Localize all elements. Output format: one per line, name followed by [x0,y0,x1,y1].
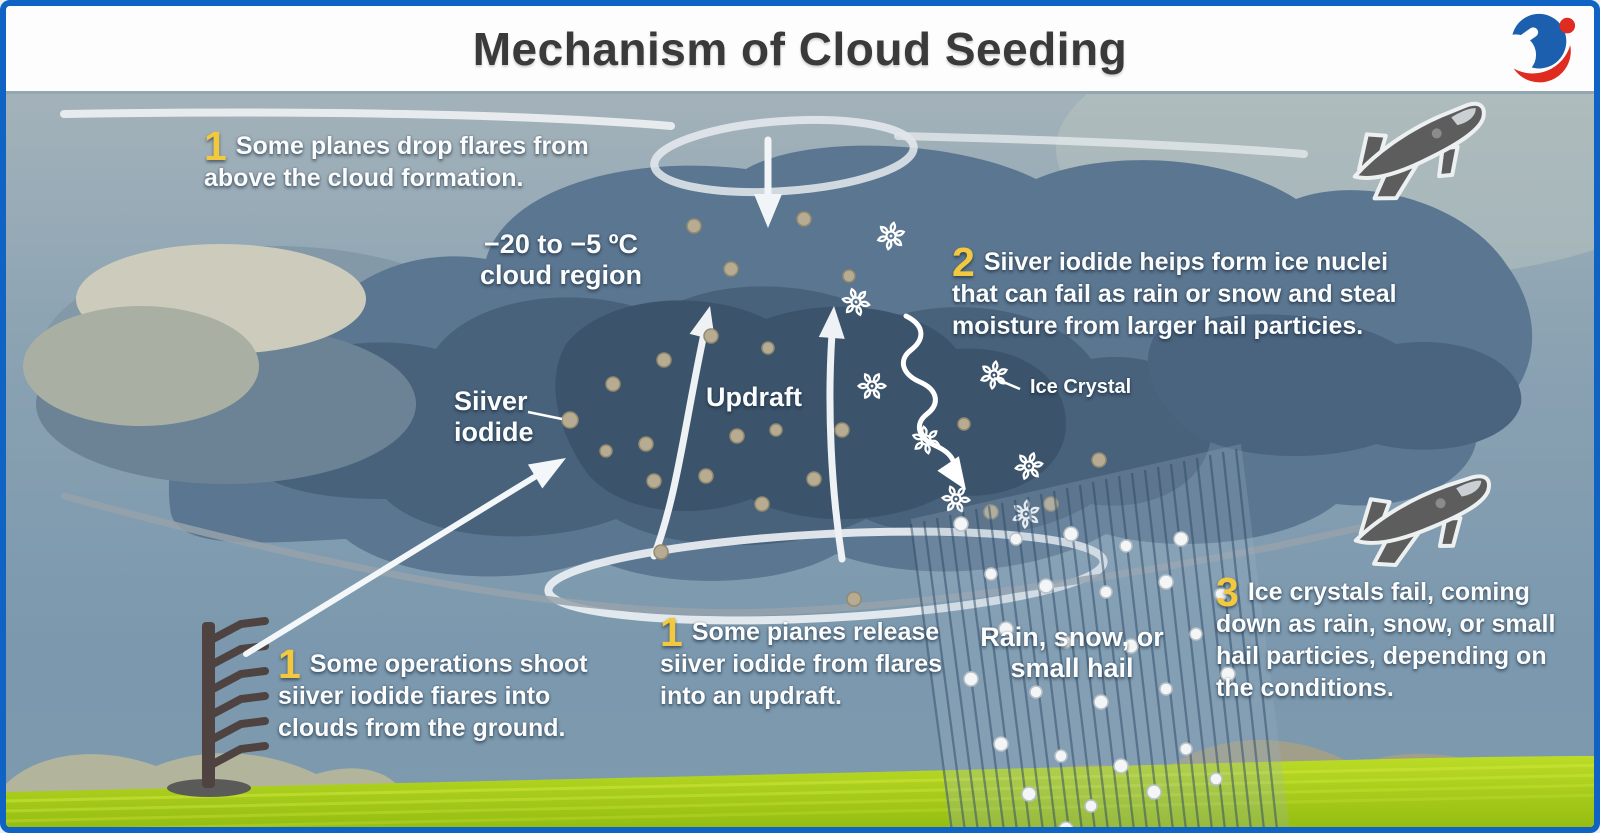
step-text: Some operations shoot siiver iodide fiar… [278,650,588,742]
step-text: Siiver iodide heips form ice nuclei that… [952,248,1397,340]
flare-tower-icon [167,617,269,797]
hail-dots [953,516,1236,827]
top-contrail-line [60,108,675,130]
step-text: Some planes drop flares from above the c… [204,132,589,192]
step-number: 1 [660,609,683,655]
step-text: Some pianes release siiver iodide from f… [660,618,943,710]
brand-logo-icon [1500,13,1576,83]
updraft-arrows-icon [650,306,846,563]
contrail-paths [60,108,1362,625]
scene-graphic [6,94,1594,827]
step-number: 1 [204,123,227,169]
step-number: 1 [278,641,301,687]
top-contrail-to-plane [894,132,1308,158]
lower-contrail-to-plane [60,492,1362,617]
squiggle-fall-arrow-icon [900,313,966,490]
ground-flare-arrow-icon [243,458,566,657]
cloud-region-label: −20 to −5 ºC cloud region [480,229,642,290]
ice-crystal-label: Ice Crystal [1030,376,1132,398]
updraft-label: Updraft [706,382,802,412]
lower-contrail-loop [544,527,1108,625]
step-number: 2 [952,239,975,285]
cloud-formation [23,145,1533,581]
step-text: Ice crystals fail, coming down as rain, … [1216,578,1556,702]
header-banner: Mechanism of Cloud Seeding [6,6,1594,94]
silver-iodide-label: Siiver iodide [454,386,534,447]
page-title: Mechanism of Cloud Seeding [472,22,1128,75]
rain-snow-hail-label: Rain, snow, or small hail [980,622,1164,683]
step-number: 3 [1216,569,1239,615]
top-contrail-loop [650,115,918,197]
rain-shaft [909,444,1290,827]
silver-iodide-pointer-line [527,410,563,421]
ground [6,739,1594,827]
seeding-down-arrow-icon [754,136,782,228]
silver-iodide-particles [561,211,1107,607]
grass-stripes [6,763,1594,827]
ice-crystal-pointer-line [993,376,1021,391]
